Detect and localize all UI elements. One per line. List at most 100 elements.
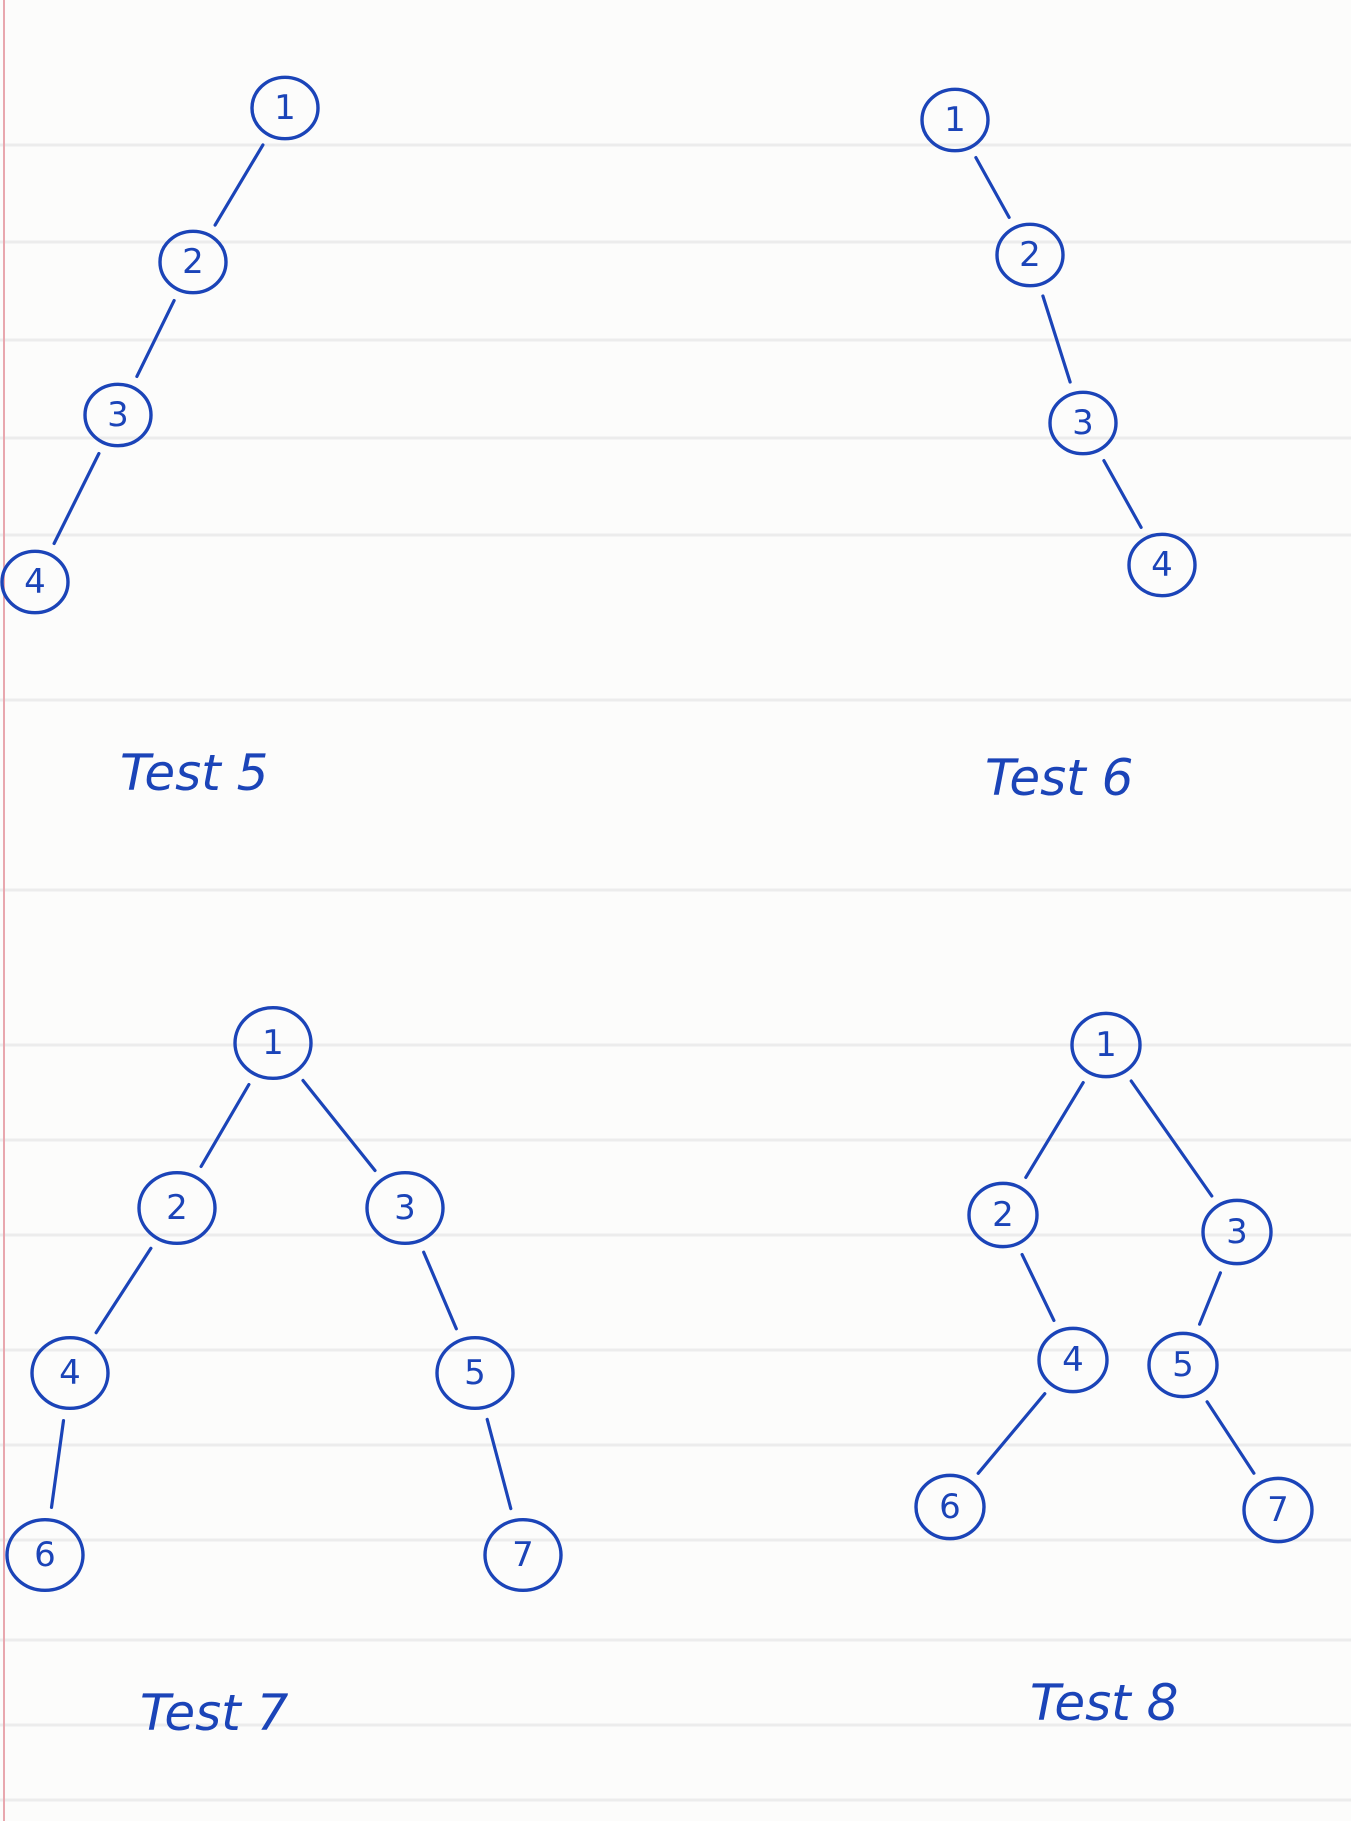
node-label: 3	[1072, 403, 1094, 443]
node-circle	[250, 75, 320, 141]
node-label: 3	[107, 395, 129, 435]
tree-edge	[213, 143, 265, 227]
caption-test-5: Test 5	[120, 744, 269, 802]
caption-test-8: Test 8	[1030, 1674, 1179, 1732]
node-circle	[1070, 1011, 1142, 1079]
tree-edge	[1020, 1252, 1056, 1323]
tree-node: 2	[967, 1181, 1039, 1249]
tree-node: 3	[365, 1170, 445, 1246]
tree-edge	[199, 1082, 251, 1169]
node-label: 6	[939, 1487, 961, 1527]
tree-edges	[52, 143, 265, 546]
tree-node: 3	[83, 382, 153, 448]
node-circle	[914, 1473, 986, 1541]
tree-node: 5	[435, 1335, 515, 1411]
node-label: 5	[1172, 1345, 1194, 1385]
tree-node: 1	[250, 75, 320, 141]
node-label: 4	[24, 562, 46, 602]
tree-node: 4	[30, 1335, 110, 1411]
node-circle	[435, 1335, 515, 1411]
tree-test-8: 1 2 3 4 5 6 7 Test 8	[914, 1011, 1314, 1732]
tree-edge	[976, 1392, 1047, 1475]
tree-node: 4	[1127, 532, 1197, 598]
tree-nodes: 1 2 3 4	[920, 87, 1197, 598]
node-label: 2	[166, 1188, 188, 1228]
node-label: 2	[1019, 235, 1041, 275]
node-circle	[83, 382, 153, 448]
tree-edge	[135, 299, 176, 378]
node-label: 5	[464, 1353, 486, 1393]
node-circle	[1037, 1326, 1109, 1394]
node-circle	[158, 229, 228, 295]
node-circle	[233, 1005, 313, 1081]
node-circle	[967, 1181, 1039, 1249]
node-circle	[0, 549, 70, 615]
tree-nodes: 1 2 3 4 5 6 7	[914, 1011, 1314, 1544]
tree-edge	[422, 1250, 458, 1331]
tree-test-5: 1 2 3 4 Test 5	[0, 75, 320, 802]
tree-edge	[1102, 459, 1143, 530]
node-label: 1	[262, 1023, 284, 1063]
tree-test-7: 1 2 3 4 5 6 7 Test 7	[5, 1005, 563, 1742]
node-circle	[365, 1170, 445, 1246]
node-label: 7	[1267, 1490, 1289, 1530]
tree-node: 3	[1201, 1198, 1273, 1266]
node-label: 2	[992, 1195, 1014, 1235]
tree-node: 7	[1242, 1476, 1314, 1544]
tree-edge	[1205, 1400, 1256, 1475]
node-circle	[1147, 1331, 1219, 1399]
node-circle	[995, 222, 1065, 288]
tree-edge	[94, 1246, 153, 1335]
tree-nodes: 1 2 3 4	[0, 75, 320, 615]
tree-node: 2	[995, 222, 1065, 288]
node-label: 1	[944, 100, 966, 140]
node-label: 3	[1226, 1212, 1248, 1252]
node-label: 2	[182, 242, 204, 282]
node-circle	[920, 87, 990, 153]
tree-edges	[974, 156, 1143, 530]
tree-node: 6	[914, 1473, 986, 1541]
tree-node: 4	[0, 549, 70, 615]
tree-edge	[485, 1417, 513, 1511]
node-circle	[1242, 1476, 1314, 1544]
tree-edge	[1041, 294, 1072, 384]
tree-node: 5	[1147, 1331, 1219, 1399]
tree-node: 3	[1048, 390, 1118, 456]
tree-test-6: 1 2 3 4 Test 6	[920, 87, 1197, 807]
node-circle	[30, 1335, 110, 1411]
node-circle	[5, 1517, 85, 1593]
node-circle	[483, 1517, 563, 1593]
tree-node: 1	[920, 87, 990, 153]
tree-node: 1	[1070, 1011, 1142, 1079]
node-circle	[137, 1170, 217, 1246]
tree-edges	[976, 1079, 1256, 1475]
node-label: 1	[274, 88, 296, 128]
tree-node: 2	[158, 229, 228, 295]
tree-nodes: 1 2 3 4 5 6 7	[5, 1005, 563, 1593]
caption-test-7: Test 7	[140, 1684, 289, 1742]
tree-edges	[49, 1078, 513, 1511]
node-label: 1	[1095, 1025, 1117, 1065]
node-label: 6	[34, 1535, 56, 1575]
caption-test-6: Test 6	[985, 749, 1134, 807]
node-circle	[1127, 532, 1197, 598]
node-label: 3	[394, 1188, 416, 1228]
node-label: 4	[1062, 1340, 1084, 1380]
tree-node: 6	[5, 1517, 85, 1593]
node-circle	[1048, 390, 1118, 456]
node-label: 4	[1151, 545, 1173, 585]
tree-edge	[1197, 1271, 1223, 1326]
tree-edge	[301, 1078, 377, 1173]
node-label: 4	[59, 1353, 81, 1393]
tree-edge	[1129, 1079, 1214, 1198]
node-circle	[1201, 1198, 1273, 1266]
tree-edge	[1024, 1080, 1085, 1180]
tree-node: 4	[1037, 1326, 1109, 1394]
tree-edge	[974, 156, 1011, 219]
tree-edge	[52, 451, 101, 546]
tree-edge	[49, 1418, 66, 1510]
node-label: 7	[512, 1535, 534, 1575]
tree-node: 1	[233, 1005, 313, 1081]
